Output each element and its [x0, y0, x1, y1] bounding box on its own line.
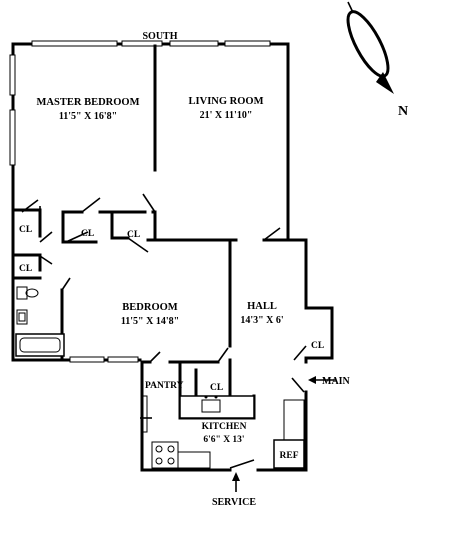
master-bedroom-size: 11'5" X 16'8" [59, 111, 117, 122]
closet-label: CL [81, 229, 94, 239]
compass: N [346, 1, 408, 119]
living-room-size: 21' X 11'10" [200, 110, 253, 121]
pantry-label: PANTRY [145, 381, 184, 391]
bathroom-fixtures [15, 286, 65, 357]
refrigerator-label: REF [280, 451, 299, 461]
stove-burner-icon [167, 457, 175, 465]
kitchen-cabinet [283, 399, 305, 441]
kitchen-sink [201, 399, 221, 413]
room-labels: MASTER BEDROOM 11'5" X 16'8" LIVING ROOM… [37, 96, 284, 445]
compass-needle-icon [346, 10, 390, 78]
master-bedroom-label: MASTER BEDROOM [37, 97, 140, 108]
toilet [16, 286, 28, 300]
arrow-up-icon [232, 472, 240, 481]
service-entrance-label: SERVICE [212, 497, 256, 508]
sink [16, 309, 28, 325]
hall-label: HALL [247, 301, 277, 312]
closet-label: CL [19, 264, 32, 274]
bedroom-size: 11'5" X 14'8" [121, 316, 179, 327]
arrow-left-icon [308, 376, 316, 384]
kitchen-label: KITCHEN [202, 422, 247, 432]
main-entrance-label: MAIN [322, 376, 351, 387]
compass-arrowhead-icon [376, 72, 394, 94]
closet-labels: CL CL CL CL CL CL [19, 225, 324, 393]
service-entrance: SERVICE [212, 472, 256, 508]
hall-size: 14'3" X 6' [240, 315, 284, 326]
kitchen-counter-lower [177, 451, 211, 469]
bathtub [15, 333, 65, 357]
kitchen-size: 6'6" X 13' [203, 435, 244, 445]
refrigerator [273, 439, 305, 469]
closet-label: CL [127, 230, 140, 240]
stove-burner-icon [155, 457, 163, 465]
closet-label: CL [311, 341, 324, 351]
compass-north-label: N [398, 104, 408, 119]
pantry-shelf [142, 395, 148, 433]
stove-burner-icon [155, 445, 163, 453]
closet-label: CL [19, 225, 32, 235]
main-entrance: MAIN [308, 376, 351, 387]
bedroom-label: BEDROOM [122, 302, 178, 313]
doors [21, 193, 307, 469]
windows [9, 40, 271, 363]
kitchen-counter [179, 395, 255, 419]
living-room-label: LIVING ROOM [189, 96, 264, 107]
interior-walls [11, 44, 290, 420]
kitchen-fixtures [142, 395, 305, 469]
stove-burner-icon [167, 445, 175, 453]
stove [151, 441, 179, 469]
south-label: SOUTH [142, 31, 177, 42]
closet-label: CL [210, 383, 223, 393]
